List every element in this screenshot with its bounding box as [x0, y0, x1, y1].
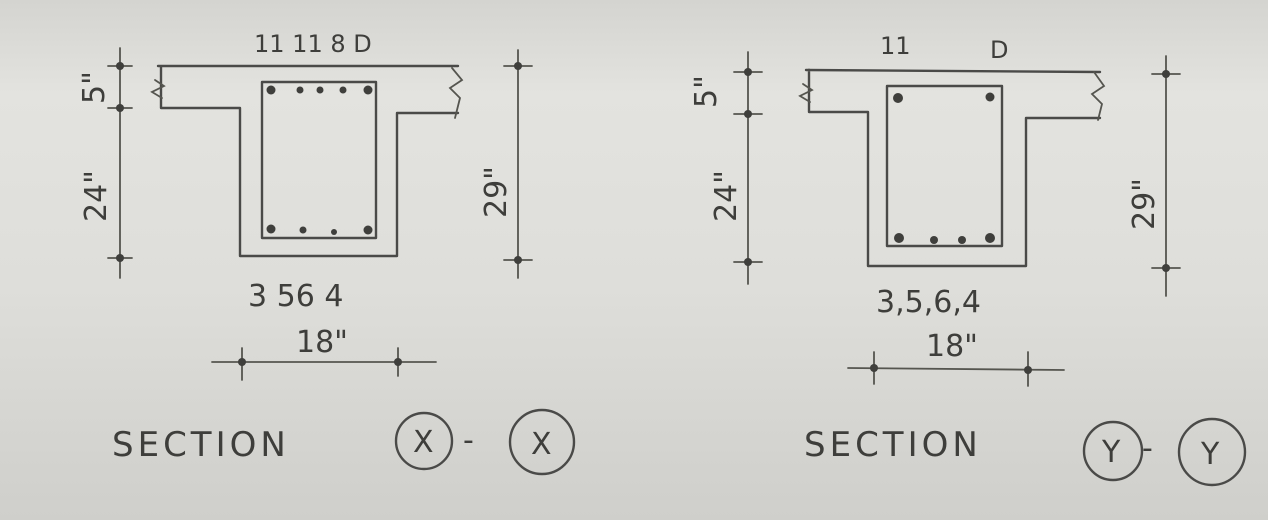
bottom-bar [266, 224, 276, 234]
dim-tick [394, 358, 402, 366]
dim-tick [744, 258, 752, 266]
top-bar [985, 92, 995, 102]
section-mark-separator-y: - [1142, 431, 1153, 466]
width-label-x: 18" [296, 325, 348, 360]
bottom-bar [985, 233, 995, 243]
section-mark-ring [1082, 420, 1144, 482]
dim-tick [116, 104, 124, 112]
dim-tick [116, 62, 124, 70]
dim-tick [870, 364, 878, 372]
section-x-x: 11 11 8 D 3 56 4 5" 24" 29" 18" SECTION … [77, 30, 576, 476]
dim-line-right-y [1151, 55, 1181, 297]
dim-tick [514, 256, 522, 264]
total-depth-label-x: 29" [479, 166, 514, 218]
section-title-x: SECTION [112, 425, 290, 465]
width-label-y: 18" [926, 329, 978, 364]
dim-line-left-y [733, 51, 763, 285]
dim-tick [1024, 366, 1032, 374]
section-y-y: 11 D 3,5,6,4 5" 24" 29" 18" SECTION Y - … [689, 32, 1247, 487]
bottom-bar [958, 236, 966, 244]
total-depth-label-y: 29" [1127, 178, 1162, 230]
break-mark-left-x [150, 79, 166, 99]
dim-tick [744, 110, 752, 118]
dim-tick [116, 254, 124, 262]
top-bars-label-y-a: 11 [880, 32, 911, 60]
top-bar [893, 93, 903, 103]
section-mark-ring [1177, 417, 1247, 487]
stirrup-y [885, 84, 1004, 248]
section-title-y: SECTION [804, 425, 982, 465]
bottom-bar [930, 236, 938, 244]
section-mark-y-a: Y [1101, 435, 1121, 470]
stirrup-x [260, 80, 378, 240]
break-mark-right-y [1090, 71, 1106, 121]
break-mark-left-y [798, 83, 814, 103]
section-mark-x-a: X [413, 425, 434, 460]
bottom-bar [299, 226, 307, 234]
top-bar [266, 85, 276, 95]
section-mark-separator-x: - [463, 423, 474, 458]
bottom-bar [894, 233, 904, 243]
beam-outline-y [804, 68, 1102, 268]
top-bar [339, 86, 347, 94]
bottom-bar [331, 229, 337, 235]
dim-tick [1162, 264, 1170, 272]
dim-tick [238, 358, 246, 366]
section-mark-x-b: X [531, 427, 552, 462]
bottom-bar [363, 225, 373, 235]
dim-tick [1162, 70, 1170, 78]
web-depth-label-x: 24" [79, 170, 114, 222]
section-mark-y-b: Y [1200, 437, 1220, 472]
bottom-bars-label-y: 3,5,6,4 [876, 285, 981, 320]
dim-line-right-x [503, 49, 533, 279]
web-depth-label-y: 24" [709, 170, 744, 222]
section-mark-ring [394, 411, 454, 471]
top-bars-label-x: 11 11 8 D [254, 30, 372, 58]
break-mark-right-x [448, 67, 464, 119]
dim-tick [744, 68, 752, 76]
bottom-bars-label-x: 3 56 4 [248, 279, 343, 314]
top-bars-label-y-b: D [990, 36, 1008, 64]
dim-tick [514, 62, 522, 70]
top-bar [316, 86, 324, 94]
flange-depth-label-y: 5" [689, 75, 724, 108]
flange-depth-label-x: 5" [77, 71, 112, 104]
section-mark-ring [508, 408, 576, 476]
beam-outline-x [156, 64, 460, 258]
top-bar [296, 86, 304, 94]
top-bar [363, 85, 373, 95]
